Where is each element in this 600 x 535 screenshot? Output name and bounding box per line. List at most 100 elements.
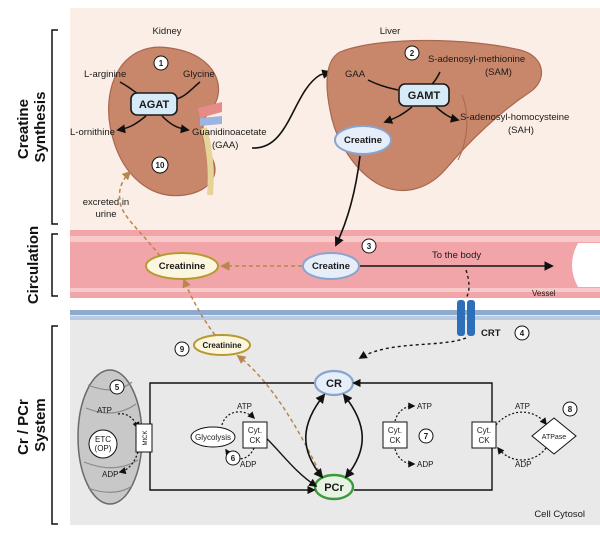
- step-10: 10: [156, 161, 165, 170]
- pcr-to-creatinine-arrow: [236, 354, 323, 479]
- cyto-creatinine-label: Creatinine: [202, 341, 242, 350]
- membrane-inner: [70, 316, 600, 320]
- cyt-ck-2-line1: Cyt.: [388, 426, 402, 435]
- cyto-creatinine-to-blood-arrow: [182, 278, 216, 336]
- creatine-to-blood-arrow: [334, 155, 361, 247]
- sah-line1: S-adenosyl-homocysteine: [460, 112, 569, 123]
- ck3-atp-arrow: [495, 411, 547, 426]
- kidney-label: Kidney: [152, 26, 181, 37]
- step-2: 2: [410, 49, 415, 58]
- step-6: 6: [231, 454, 236, 463]
- sam-line2: (SAM): [485, 67, 512, 78]
- step-3-badge: [361, 238, 377, 254]
- glycine-label: Glycine: [183, 69, 215, 80]
- cyt-ck-1-line1: Cyt.: [248, 426, 262, 435]
- renal-artery: [198, 102, 222, 118]
- gaa-to-liver-arrow: [251, 69, 332, 149]
- gamt-enzyme: [398, 83, 450, 107]
- step-4: 4: [520, 329, 525, 338]
- creatine-out-arrow: [383, 106, 413, 124]
- step-8: 8: [568, 405, 573, 414]
- crt-right: [467, 300, 475, 336]
- step-9: 9: [180, 345, 185, 354]
- step-1-badge: [153, 55, 169, 71]
- cr-pcr-left-arc: [304, 393, 326, 479]
- agat-enzyme: [130, 92, 178, 116]
- step-5-badge: [109, 379, 125, 395]
- interstitial-gap: [70, 298, 600, 310]
- gaa-name-line1: Guanidinoacetate: [192, 127, 266, 138]
- sah-out-arrow: [435, 106, 460, 123]
- glyco-adp-label: ADP: [240, 460, 256, 469]
- section-system: Cr / PCr System: [15, 395, 49, 455]
- liver-lobe-line: [457, 94, 468, 161]
- ureter: [201, 127, 214, 196]
- step-7-badge: [418, 428, 434, 444]
- ck3-adp-arrow: [497, 446, 547, 461]
- vessel-wall-top: [70, 236, 600, 242]
- etc-line1: ETC: [95, 435, 111, 444]
- blood-creatine-node: [302, 252, 360, 280]
- atpase-node: [531, 417, 577, 455]
- glyco-atp-arrow: [221, 411, 256, 426]
- agat-label: AGAT: [139, 99, 170, 111]
- liver-creatine-node: [334, 125, 392, 155]
- ck2-atp-arrow: [394, 402, 416, 422]
- blood-creatinine-node: [145, 252, 219, 280]
- gaa-in-arrow: [367, 79, 399, 91]
- step-10-badge: [151, 156, 169, 174]
- step-9-badge: [174, 341, 190, 357]
- sah-line2: (SAH): [508, 125, 534, 136]
- cyt-ck-1-box: [242, 421, 268, 449]
- glycolysis-node: [190, 426, 236, 448]
- ck2-atp-label: ATP: [417, 402, 432, 411]
- gaa-out-arrow: [161, 115, 190, 134]
- cr-pcr-right-arc: [342, 393, 364, 479]
- step-7: 7: [424, 432, 429, 441]
- cyt-ck-2-line2: CK: [389, 436, 401, 445]
- cyt-ck-2-box: [382, 421, 408, 449]
- cyt-ck-3-box: [471, 421, 497, 449]
- etc-line2: (OP): [95, 444, 112, 453]
- circulation-bracket: [51, 233, 58, 297]
- blood-creatinine-label: Creatinine: [159, 261, 205, 272]
- mtck-label: MtCK: [143, 431, 149, 446]
- liver-gaa-label: GAA: [345, 69, 366, 80]
- step-1: 1: [159, 59, 164, 68]
- glyco-atp-label: ATP: [237, 402, 252, 411]
- mito-adp-label: ADP: [102, 470, 118, 479]
- membrane-outer: [70, 310, 600, 315]
- step-2-badge: [404, 45, 420, 61]
- step-8-badge: [562, 401, 578, 417]
- vessel-end: [572, 243, 600, 287]
- section-circulation: Circulation: [25, 226, 42, 304]
- glycolysis-label: Glycolysis: [195, 433, 231, 442]
- cyto-creatinine-node: [193, 334, 251, 356]
- ck3-adp-label: ADP: [515, 460, 531, 469]
- ck2-adp-label: ADP: [417, 460, 433, 469]
- step-4-badge: [514, 325, 530, 341]
- blood-to-crt-arrow: [465, 269, 470, 299]
- liver-label: Liver: [380, 26, 401, 37]
- atpase-label: ATPase: [542, 434, 566, 441]
- cyt-ck-1-line2: CK: [249, 436, 261, 445]
- pcr-label: PCr: [324, 482, 344, 494]
- ornithine-out-arrow: [116, 115, 147, 134]
- step-5: 5: [115, 383, 120, 392]
- renal-vein: [200, 116, 222, 126]
- blood-creatine-label: Creatine: [312, 261, 350, 272]
- cell-cytosol-label: Cell Cytosol: [534, 509, 585, 520]
- excreted-line1: excreted in: [83, 197, 129, 208]
- excreted-line2: urine: [95, 209, 116, 220]
- crt-label: CRT: [481, 328, 501, 339]
- sam-line1: S-adenosyl-methionine: [428, 54, 525, 65]
- gaa-name-line2: (GAA): [212, 140, 238, 151]
- etc-complex: [88, 429, 118, 459]
- section-synthesis: Creatine Synthesis: [15, 92, 49, 163]
- mtck-box: [135, 423, 153, 453]
- cr-label: CR: [326, 378, 342, 390]
- mito-atp-label: ATP: [97, 406, 112, 415]
- ck3-atp-label: ATP: [515, 402, 530, 411]
